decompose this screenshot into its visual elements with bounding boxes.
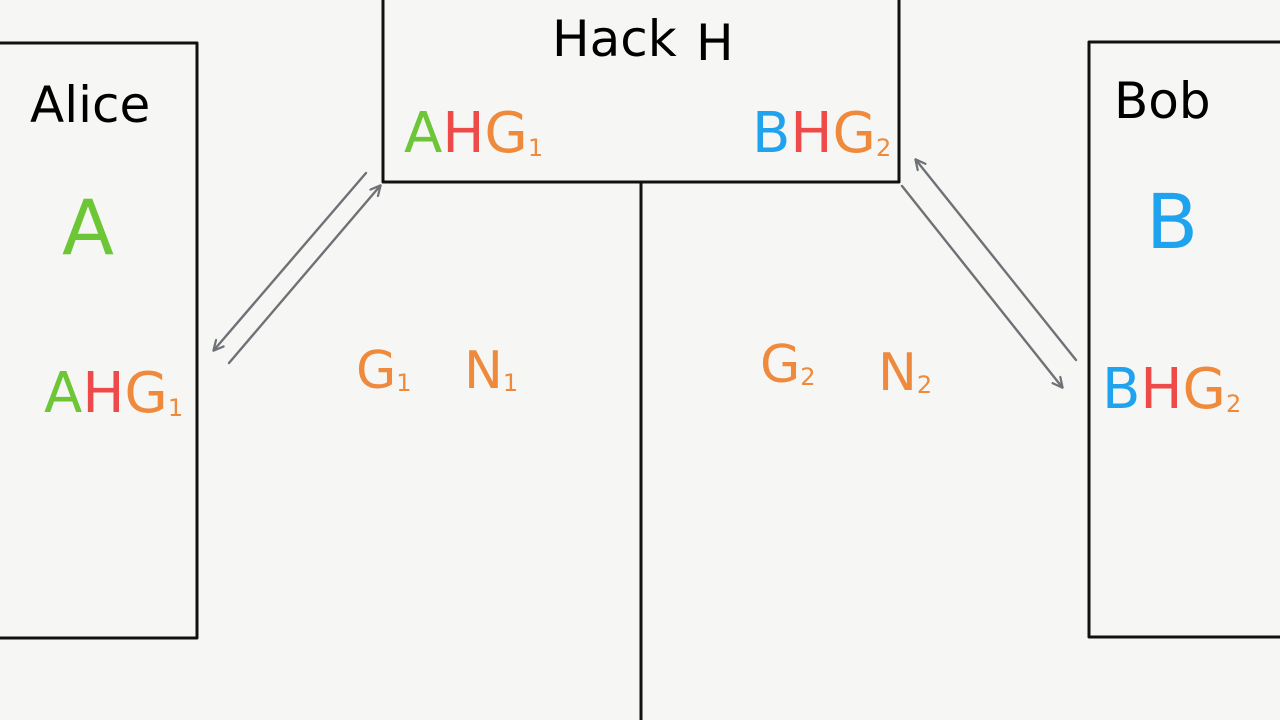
hack-box: Hack H AHG1 BHG2 bbox=[381, 0, 901, 184]
hack-shared-left: AHG1 bbox=[404, 101, 543, 166]
arrow-bob-to-hack bbox=[916, 160, 1078, 362]
bob-box: Bob B BHG2 bbox=[1087, 40, 1280, 639]
hack-right-g: G bbox=[833, 101, 876, 166]
hack-left-sub: 1 bbox=[528, 134, 543, 162]
alice-shared-a: A bbox=[44, 361, 82, 426]
right-g-letter: G bbox=[760, 335, 800, 395]
alice-private-key: A bbox=[62, 183, 114, 272]
arrow-hack-to-bob bbox=[900, 184, 1062, 387]
hack-private-key: H bbox=[696, 14, 734, 72]
right-n-letter: N bbox=[878, 343, 917, 403]
alice-name: Alice bbox=[30, 76, 150, 134]
right-n-sub: 2 bbox=[917, 371, 932, 399]
hack-right-b: B bbox=[752, 101, 790, 166]
alice-shared-secret: AHG1 bbox=[44, 361, 183, 426]
hack-name: Hack bbox=[552, 10, 677, 68]
arrow-hack-to-alice bbox=[214, 171, 368, 350]
alice-shared-g: G bbox=[124, 361, 167, 426]
alice-shared-sub: 1 bbox=[168, 394, 183, 422]
left-n-sub: 1 bbox=[503, 369, 518, 397]
bob-box-border bbox=[1087, 40, 1280, 639]
alice-shared-h: H bbox=[82, 361, 124, 426]
bob-shared-sub: 2 bbox=[1226, 390, 1241, 418]
hack-left-g: G bbox=[484, 101, 527, 166]
alice-box: Alice A AHG1 bbox=[0, 41, 199, 640]
right-n-param: N2 bbox=[878, 343, 932, 403]
arrow-alice-to-hack bbox=[227, 186, 380, 365]
hack-left-h: H bbox=[442, 101, 484, 166]
hack-right-h: H bbox=[790, 101, 832, 166]
bob-private-key: B bbox=[1146, 177, 1198, 266]
hack-left-a: A bbox=[404, 101, 442, 166]
right-g-param: G2 bbox=[760, 335, 816, 395]
bob-name: Bob bbox=[1114, 72, 1211, 130]
right-g-sub: 2 bbox=[800, 363, 815, 391]
left-n-param: N1 bbox=[464, 341, 518, 401]
bob-shared-secret: BHG2 bbox=[1102, 357, 1241, 422]
hack-shared-right: BHG2 bbox=[752, 101, 891, 166]
hack-right-sub: 2 bbox=[876, 134, 891, 162]
left-n-letter: N bbox=[464, 341, 503, 401]
left-channel-params: G1 N1 bbox=[356, 341, 518, 401]
bob-shared-b: B bbox=[1102, 357, 1140, 422]
left-g-letter: G bbox=[356, 341, 396, 401]
alice-box-border bbox=[0, 41, 199, 640]
right-channel-params: G2 N2 bbox=[760, 335, 932, 403]
left-g-sub: 1 bbox=[396, 369, 411, 397]
left-g-param: G1 bbox=[356, 341, 412, 401]
bob-shared-g: G bbox=[1183, 357, 1226, 422]
bob-shared-h: H bbox=[1140, 357, 1182, 422]
